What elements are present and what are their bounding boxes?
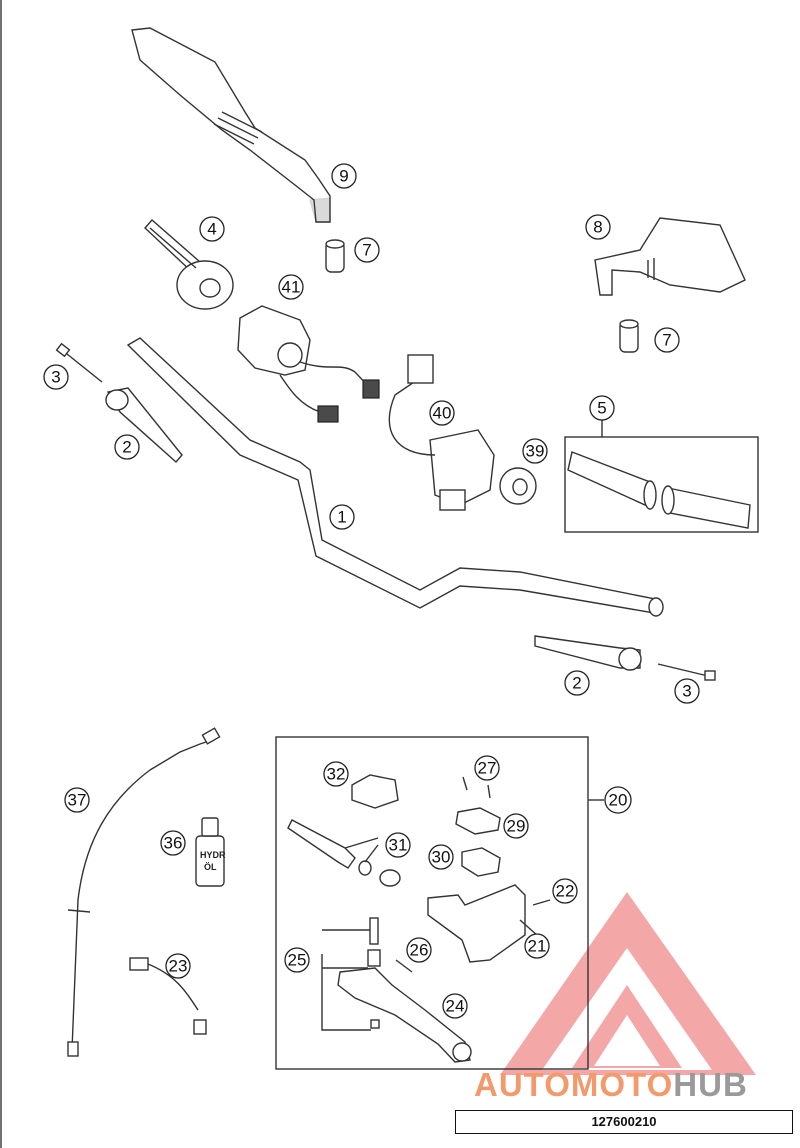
mirror-left bbox=[131, 27, 331, 223]
spring bbox=[395, 959, 413, 973]
washer-ring bbox=[499, 467, 537, 505]
piston-kit bbox=[287, 819, 401, 887]
bottle-label-line2: ÖL bbox=[204, 862, 217, 872]
callout-27: 27 bbox=[474, 755, 500, 781]
callout-41: 41 bbox=[278, 274, 304, 300]
hydraulic-oil-bottle: HYDR ÖL bbox=[195, 817, 226, 887]
grip-set-box bbox=[564, 418, 759, 533]
bolt-right bbox=[657, 663, 716, 681]
brake-switch-cable bbox=[129, 957, 207, 1035]
svg-text:22: 22 bbox=[556, 882, 575, 901]
callout-1: 1 bbox=[329, 504, 355, 530]
callout-2-right: 2 bbox=[564, 670, 590, 696]
svg-text:7: 7 bbox=[362, 241, 371, 260]
svg-text:24: 24 bbox=[446, 997, 465, 1016]
callout-31: 31 bbox=[385, 832, 411, 858]
callout-21: 21 bbox=[524, 933, 550, 959]
callout-23: 23 bbox=[165, 953, 191, 979]
callout-8: 8 bbox=[585, 214, 611, 240]
svg-text:1: 1 bbox=[337, 508, 346, 527]
clamp bbox=[351, 774, 399, 809]
master-cylinder bbox=[427, 884, 539, 963]
svg-text:3: 3 bbox=[51, 368, 60, 387]
callout-3-left: 3 bbox=[43, 364, 69, 390]
callout-4: 4 bbox=[199, 216, 225, 242]
svg-text:27: 27 bbox=[478, 759, 497, 778]
callout-7-top: 7 bbox=[354, 237, 380, 263]
svg-text:9: 9 bbox=[339, 167, 348, 186]
svg-text:41: 41 bbox=[282, 278, 301, 297]
callout-2-left: 2 bbox=[114, 434, 140, 460]
brake-line bbox=[67, 727, 221, 1057]
callout-40: 40 bbox=[429, 400, 455, 426]
handlebar bbox=[126, 337, 664, 617]
watermark-logo bbox=[500, 892, 756, 1075]
brand-part2: HUB bbox=[673, 1066, 748, 1103]
svg-text:37: 37 bbox=[68, 791, 87, 810]
pivot-bolt-set bbox=[321, 917, 381, 1031]
callout-5: 5 bbox=[589, 395, 615, 421]
callout-36: 36 bbox=[160, 830, 186, 856]
callout-29: 29 bbox=[503, 813, 529, 839]
callout-22: 22 bbox=[552, 878, 578, 904]
svg-text:40: 40 bbox=[433, 404, 452, 423]
diaphragm bbox=[461, 847, 501, 877]
bar-end-right bbox=[534, 635, 642, 671]
mirror-right bbox=[594, 217, 746, 296]
mirror-adapter-right bbox=[619, 319, 639, 353]
callout-26: 26 bbox=[406, 937, 432, 963]
bar-end-left bbox=[105, 387, 183, 463]
handlebar-switch bbox=[388, 354, 495, 511]
svg-text:36: 36 bbox=[164, 834, 183, 853]
callout-7-right: 7 bbox=[654, 327, 680, 353]
screw bbox=[532, 899, 551, 906]
reservoir-screws bbox=[462, 776, 491, 799]
svg-text:7: 7 bbox=[662, 331, 671, 350]
svg-text:31: 31 bbox=[389, 836, 408, 855]
svg-text:39: 39 bbox=[526, 442, 545, 461]
svg-text:21: 21 bbox=[528, 937, 547, 956]
callout-24: 24 bbox=[442, 993, 468, 1019]
svg-text:5: 5 bbox=[597, 399, 606, 418]
svg-text:23: 23 bbox=[169, 957, 188, 976]
callout-30: 30 bbox=[428, 844, 454, 870]
throttle-grip bbox=[144, 219, 234, 310]
callout-25: 25 bbox=[284, 947, 310, 973]
svg-text:2: 2 bbox=[572, 674, 581, 693]
svg-text:32: 32 bbox=[327, 765, 346, 784]
svg-text:20: 20 bbox=[609, 791, 628, 810]
callout-39: 39 bbox=[522, 438, 548, 464]
mirror-adapter-top bbox=[325, 239, 345, 273]
svg-text:3: 3 bbox=[682, 682, 691, 701]
callout-9: 9 bbox=[331, 163, 357, 189]
bottle-label-line1: HYDR bbox=[200, 850, 226, 860]
callout-3-right: 3 bbox=[674, 678, 700, 704]
svg-text:4: 4 bbox=[207, 220, 216, 239]
callout-32: 32 bbox=[323, 761, 349, 787]
brand-watermark-text: AUTOMOTOHUB bbox=[474, 1066, 748, 1104]
svg-text:2: 2 bbox=[122, 438, 131, 457]
svg-text:29: 29 bbox=[507, 817, 526, 836]
svg-text:8: 8 bbox=[593, 218, 602, 237]
brake-lever bbox=[337, 967, 472, 1063]
svg-text:26: 26 bbox=[410, 941, 429, 960]
brand-part1: AUTOMOTO bbox=[474, 1066, 674, 1103]
part-number-box: 127600210 bbox=[455, 1110, 793, 1134]
callout-20: 20 bbox=[604, 786, 632, 814]
throttle-housing bbox=[237, 305, 380, 423]
callout-37: 37 bbox=[64, 787, 90, 813]
bolt-left bbox=[55, 342, 103, 383]
reservoir-cap bbox=[455, 807, 501, 835]
svg-text:30: 30 bbox=[432, 848, 451, 867]
brake-assembly-box bbox=[275, 736, 604, 1070]
svg-text:25: 25 bbox=[288, 951, 307, 970]
